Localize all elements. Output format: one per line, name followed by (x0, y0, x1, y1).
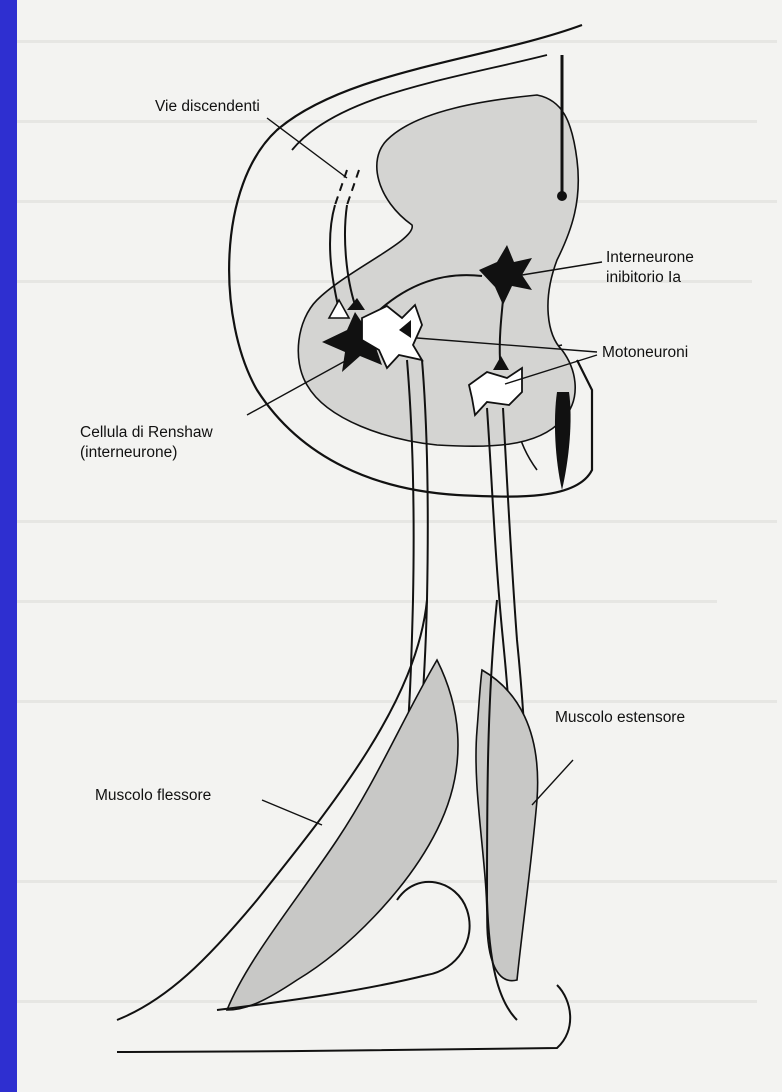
leader-line-flessore (262, 800, 322, 825)
label-renshaw-line1: Cellula di Renshaw (80, 423, 213, 442)
central-canal (557, 191, 567, 201)
label-muscolo-estensore: Muscolo estensore (555, 708, 685, 727)
reflex-circuit-diagram (17, 0, 782, 1092)
label-renshaw-line2: (interneurone) (80, 443, 177, 462)
label-interneurone-line1: Interneurone (606, 248, 694, 267)
label-motoneuroni: Motoneuroni (602, 343, 688, 362)
descending-pathway-dashed (347, 170, 359, 205)
leader-line-vie-discendenti (267, 118, 347, 178)
knee-outline (397, 882, 470, 975)
flexor-muscle (227, 660, 458, 1010)
grey-matter (298, 95, 578, 446)
extensor-muscle (476, 670, 538, 981)
label-vie-discendenti: Vie discendenti (155, 97, 260, 116)
figure-page: Vie discendenti Interneurone inibitorio … (17, 0, 782, 1092)
descending-pathway-dashed (335, 170, 347, 205)
label-muscolo-flessore: Muscolo flessore (95, 786, 211, 805)
ventral-fissure (555, 392, 571, 490)
label-interneurone-line2: inibitorio Ia (606, 268, 681, 287)
